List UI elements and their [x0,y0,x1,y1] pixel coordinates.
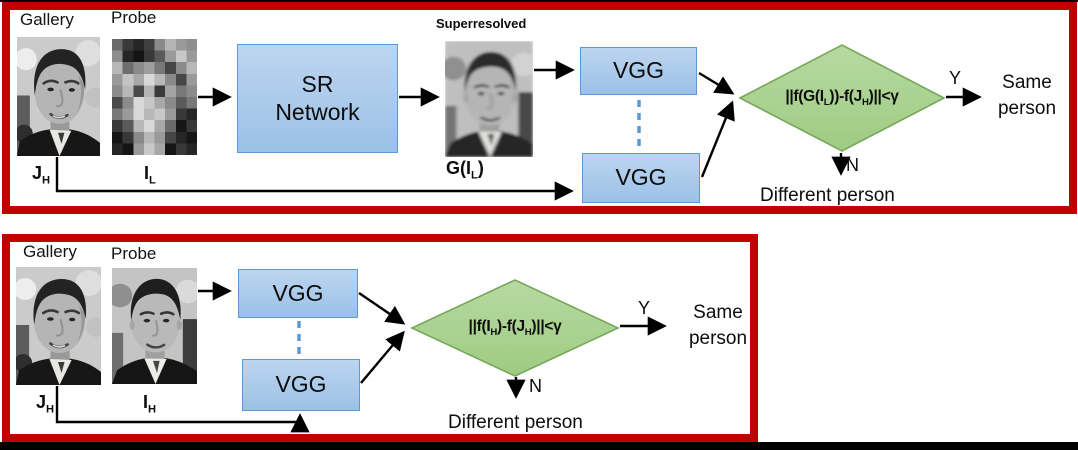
var-base: ) [477,158,484,178]
var-base: G(I [446,158,471,178]
vgg-label: VGG [272,279,324,306]
superresolved-face-image [445,41,533,157]
sr-network-line1: SR [301,70,334,97]
no-label-bottom: N [529,376,542,396]
vgg-box-bottom-2: VGG [242,359,360,411]
condition-part: )||<γ [531,318,562,335]
condition-sub: H [861,97,869,109]
yes-label-top: Y [949,68,962,88]
vgg-box-top-1: VGG [580,47,697,95]
var-sub: H [42,174,51,187]
var-base: J [32,163,43,183]
condition-sub: H [490,327,497,339]
var-base: I [143,392,149,412]
var-sub: H [46,403,55,416]
gallery-label-bottom: Gallery [23,242,77,261]
different-person-label-bottom: Different person [448,412,583,433]
hr-pipeline-panel [2,234,758,442]
gallery-var-label-bottom: JH [36,392,54,416]
vgg-box-top-2: VGG [582,153,700,203]
probe-face-image-bottom [112,268,197,384]
condition-sub: L [823,97,830,109]
sr-pipeline-panel [2,2,1077,214]
sr-network-line2: Network [275,98,360,125]
probe-var-label-bottom: IH [143,392,156,416]
gallery-face-image-bottom [16,267,101,385]
var-sub: L [149,174,156,187]
vgg-box-bottom-1: VGG [238,269,358,318]
vgg-label: VGG [275,371,327,398]
sr-network-box: SR Network [237,44,398,153]
var-sub: H [148,403,157,416]
probe-var-label-top: IL [144,163,156,187]
gallery-face-image-top [17,37,100,156]
var-base: I [144,163,150,183]
vgg-label: VGG [612,57,665,84]
superresolved-var-label: G(IL) [446,158,484,182]
var-sub: L [471,169,478,182]
probe-pixelated-image [112,39,197,155]
condition-text-bottom: ||f(IH)-f(JH)||<γ [425,318,605,338]
condition-sub: H [524,327,532,339]
vgg-label: VGG [615,164,667,191]
gallery-label-top: Gallery [20,10,74,29]
condition-part: )-f(J [497,318,525,335]
different-person-label-top: Different person [760,185,895,206]
yes-label-bottom: Y [638,298,651,318]
probe-label-bottom: Probe [111,244,157,263]
condition-part: ||f(G(I [785,88,824,105]
condition-part: ))-f(J [829,88,862,105]
condition-part: )||<γ [868,88,899,105]
same-person-label-bottom: Same person [688,302,748,349]
sr-network-label: SR Network [275,71,359,126]
gallery-var-label-top: JH [32,163,50,187]
condition-text-top: ||f(G(IL))-f(JH)||<γ [745,88,939,108]
superresolved-label: Superresolved [436,16,527,31]
var-base: J [36,392,47,412]
same-person-label-top: Same person [997,72,1057,119]
top-border-line [0,0,1078,2]
no-label-top: N [846,155,859,175]
probe-label-top: Probe [111,8,157,27]
condition-part: ||f(I [468,318,491,335]
bottom-border-line [0,442,1078,450]
